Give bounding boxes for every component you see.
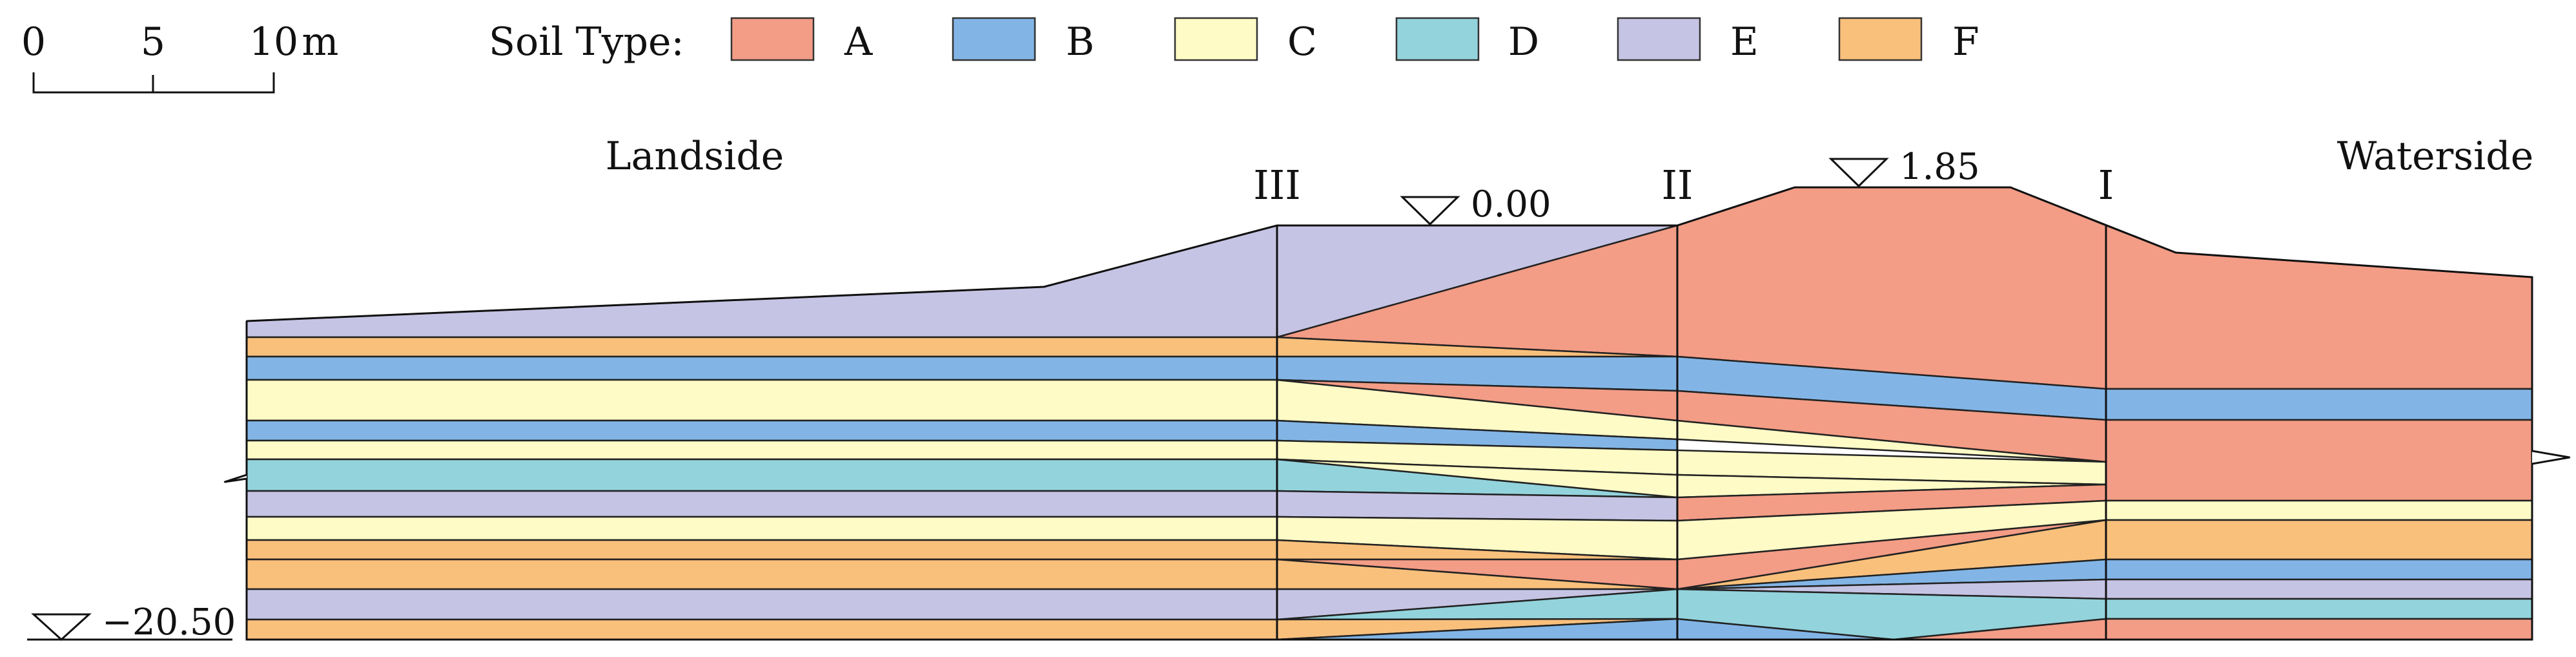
section-label-ii: II — [1662, 162, 1693, 209]
water-level-label-top: 1.85 — [1899, 146, 1980, 188]
water-level-triangle-top — [1828, 158, 1889, 188]
soil-layers — [223, 186, 2571, 641]
scale-tick-0: 0 — [21, 19, 46, 65]
water-level-triangle-bottom — [31, 613, 92, 641]
legend-label-c: C — [1287, 19, 1317, 65]
legend-label-e: E — [1730, 19, 1759, 65]
legend-label-b: B — [1066, 19, 1094, 65]
right-break-mark — [2531, 450, 2570, 465]
legend-label-d: D — [1508, 19, 1539, 65]
water-level-label-mid: 0.00 — [1471, 183, 1551, 225]
scale-tick-10: 10 — [249, 19, 298, 65]
scale-bar: 0 5 10 m — [21, 19, 339, 94]
legend-swatch-b — [952, 17, 1036, 61]
scale-bar-line — [32, 72, 275, 94]
scale-tick-5: 5 — [141, 19, 165, 65]
section-label-i: I — [2098, 162, 2114, 209]
section-label-iii: III — [1253, 162, 1300, 209]
legend-swatch-a — [730, 17, 815, 61]
water-level-label-bottom: −20.50 — [102, 601, 236, 643]
legend-label-a: A — [844, 19, 873, 65]
water-level-triangle-mid — [1400, 196, 1460, 226]
left-break-mark — [224, 474, 247, 483]
legend: Soil Type: A B C D E F — [489, 17, 1979, 65]
water-level-markers — [31, 158, 1889, 641]
ground-surface-line — [245, 186, 2533, 641]
break-marks — [224, 450, 2570, 483]
landside-label: Landside — [606, 134, 784, 179]
legend-swatch-e — [1617, 17, 1701, 61]
scale-unit: m — [302, 19, 339, 65]
legend-swatch-f — [1838, 17, 1923, 61]
profile-outline — [27, 186, 2533, 641]
legend-label-f: F — [1952, 19, 1979, 65]
legend-swatch-d — [1395, 17, 1480, 61]
legend-title: Soil Type: — [489, 19, 684, 65]
landside-embankment-fill-e — [245, 224, 1278, 339]
waterside-label: Waterside — [2337, 134, 2533, 179]
layer-a-waterside-mid — [2105, 419, 2571, 502]
legend-swatch-c — [1174, 17, 1258, 61]
